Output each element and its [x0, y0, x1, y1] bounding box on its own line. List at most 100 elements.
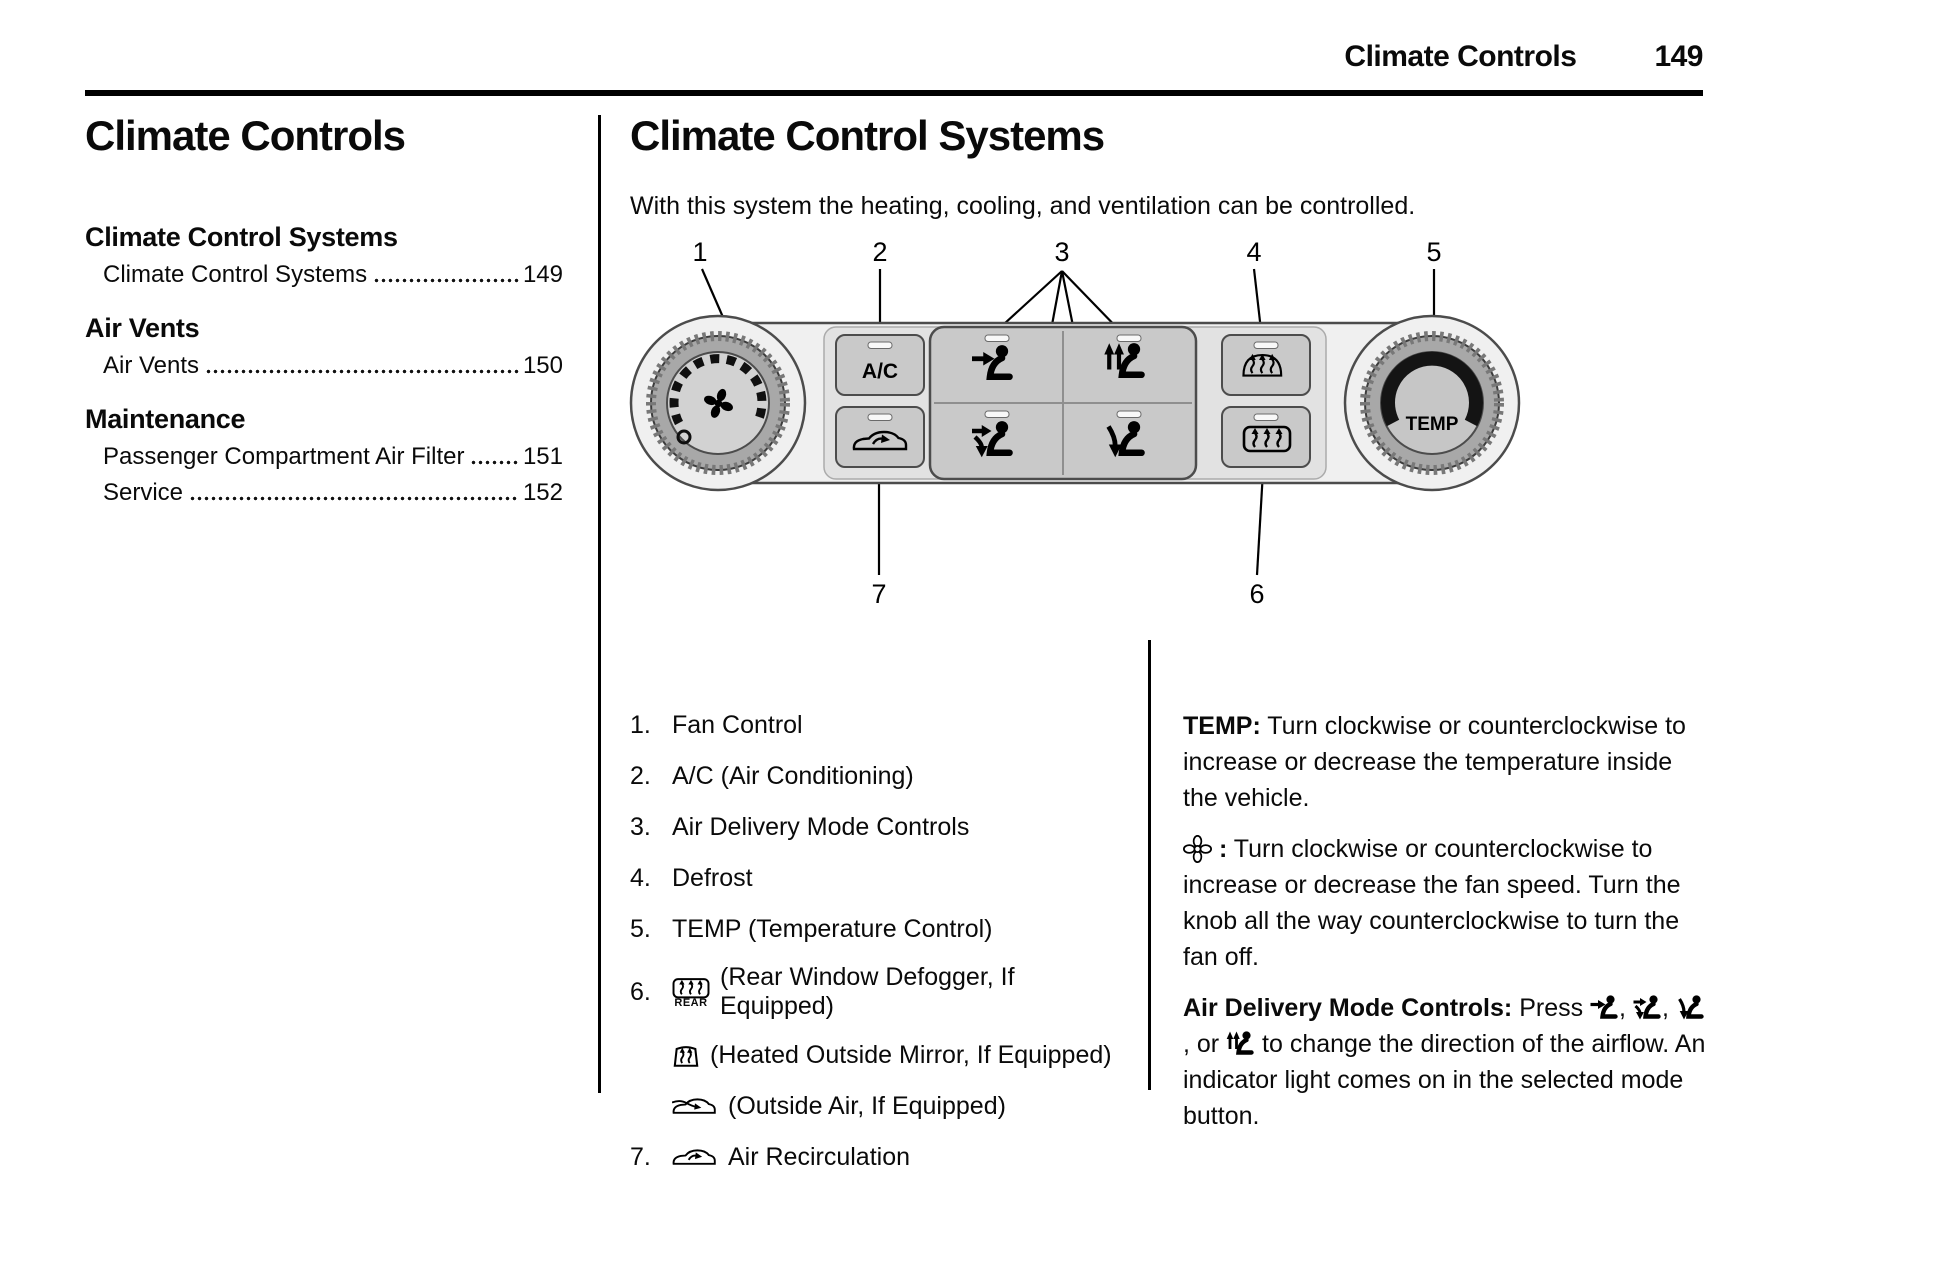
fan-control-knob: [646, 331, 790, 475]
floor-mode-indicator-light: [1116, 410, 1142, 418]
table-of-contents: Climate Control Systems Climate Control …: [85, 222, 563, 507]
fan-separator: :: [1218, 835, 1228, 863]
rear-window-defogger-icon: REAR: [672, 976, 710, 1009]
toc-leader-dots: [189, 495, 519, 502]
header-page-number: 149: [1654, 40, 1703, 73]
legend-item-number: 3.: [630, 812, 651, 841]
floor-mode-icon: [1676, 994, 1705, 1022]
legend-item-5: 5. TEMP (Temperature Control): [630, 912, 1125, 946]
air-delivery-mode-buttons: [928, 325, 1198, 481]
toc-entry-page: 149: [522, 261, 563, 288]
toc-heading-maintenance: Maintenance: [85, 404, 246, 434]
defrost-indicator-light: [1253, 341, 1279, 349]
legend-item-2: 2. A/C (Air Conditioning): [630, 759, 1125, 793]
temp-text: Turn clockwise or counterclockwise to in…: [1183, 712, 1686, 812]
legend-item-7: 7. Air Recirculation: [630, 1140, 1125, 1174]
mode-paragraph: Air Delivery Mode Controls: Press , , , …: [1183, 990, 1708, 1134]
info-column: TEMP: Turn clockwise or counterclockwise…: [1182, 708, 1708, 1149]
callout-1-label: 1: [692, 237, 707, 267]
toc-heading-climate-control-systems: Climate Control Systems: [85, 222, 398, 252]
legend-item-text: TEMP (Temperature Control): [672, 914, 993, 943]
fan-off-mark: [676, 429, 692, 445]
legend-item-text: Fan Control: [672, 710, 803, 739]
temp-label: TEMP:: [1183, 712, 1261, 740]
callout-2-label: 2: [872, 237, 887, 267]
legend-item-6: 6. REAR (Rear Window Defogger, If Equipp…: [630, 963, 1125, 1021]
toc-entry-air-vents[interactable]: Air Vents 150: [85, 352, 563, 380]
callout-4-label: 4: [1246, 237, 1261, 267]
climate-control-panel-diagram: 1 2 3 4 5 7 6: [629, 237, 1521, 609]
defrost-button: [1221, 334, 1311, 396]
ac-button: A/C: [835, 334, 925, 396]
vent-mode-indicator-light: [984, 334, 1010, 342]
legend-item-number: 4.: [630, 863, 651, 892]
legend-item-text: Air Delivery Mode Controls: [672, 812, 970, 841]
temp-knob-label: TEMP: [1406, 414, 1459, 435]
right-column: Climate Control Systems With this system…: [629, 112, 1703, 613]
toc-entry-page: 152: [522, 479, 563, 506]
recirculation-button: [835, 406, 925, 468]
fan-paragraph: : Turn clockwise or counterclockwise to …: [1182, 831, 1708, 975]
callout-5-label: 5: [1426, 237, 1441, 267]
bottom-column-divider: [1148, 640, 1151, 1090]
callout-3-label: 3: [1054, 237, 1069, 267]
legend-item-number: 1.: [630, 710, 651, 739]
toc-heading-air-vents: Air Vents: [85, 313, 200, 343]
rear-icon-caption: REAR: [674, 996, 708, 1009]
fan-text: Turn clockwise or counterclockwise to in…: [1183, 835, 1681, 971]
legend-item-number: 7.: [630, 1142, 651, 1171]
outside-air-icon: [672, 1097, 718, 1116]
toc-entry-page: 150: [522, 352, 563, 379]
legend-item-text: (Outside Air, If Equipped): [728, 1091, 1006, 1120]
legend-list: 1. Fan Control 2. A/C (Air Conditioning)…: [630, 708, 1125, 1191]
page-title: Climate Controls: [85, 112, 406, 159]
mode-press-text: Press: [1519, 994, 1584, 1022]
legend-item-text: (Rear Window Defogger, If Equipped): [720, 963, 1015, 1020]
temp-knob: TEMP: [1360, 331, 1504, 475]
callout-7-label: 7: [871, 579, 886, 609]
page-header: Climate Controls 149: [85, 40, 1703, 74]
left-column: Climate Controls Climate Control Systems…: [85, 112, 563, 507]
mode-rest-text: to change the direction of the airflow. …: [1183, 1030, 1706, 1130]
header-rule: [85, 90, 1703, 96]
temp-paragraph: TEMP: Turn clockwise or counterclockwise…: [1183, 708, 1708, 816]
defog-floor-mode-indicator-light: [1116, 334, 1142, 342]
toc-leader-dots: [373, 277, 519, 284]
toc-entry-climate-control-systems[interactable]: Climate Control Systems 149: [85, 261, 563, 289]
vent-mode-icon: [1590, 994, 1619, 1022]
legend-item-number: 6.: [630, 977, 651, 1006]
toc-entry-label: Climate Control Systems: [103, 261, 368, 288]
intro-text: With this system the heating, cooling, a…: [630, 192, 1416, 220]
ac-button-label: A/C: [862, 360, 898, 383]
air-recirculation-icon: [672, 1148, 718, 1167]
ac-indicator-light: [867, 341, 893, 349]
mode-separator: ,: [1661, 994, 1669, 1022]
heated-outside-mirror-icon: [672, 1043, 700, 1068]
legend-item-1: 1. Fan Control: [630, 708, 1125, 742]
legend-item-text: Defrost: [672, 863, 753, 892]
rear-defogger-button: [1221, 406, 1311, 468]
toc-entry-air-filter[interactable]: Passenger Compartment Air Filter 151: [85, 443, 563, 471]
mode-separator: ,: [1619, 994, 1626, 1022]
defog-floor-mode-icon: [1226, 1030, 1255, 1058]
legend-item-number: 2.: [630, 761, 651, 790]
toc-entry-service[interactable]: Service 152: [85, 479, 563, 507]
legend-item-text: (Heated Outside Mirror, If Equipped): [710, 1040, 1112, 1069]
legend-item-number: 5.: [630, 914, 651, 943]
header-section-title: Climate Controls: [1344, 40, 1577, 73]
mode-separator: , or: [1183, 1030, 1220, 1058]
fan-icon: [1182, 834, 1213, 864]
section-title: Climate Control Systems: [630, 112, 1105, 159]
recirculation-indicator-light: [867, 413, 893, 421]
toc-entry-label: Passenger Compartment Air Filter: [103, 443, 465, 470]
toc-leader-dots: [470, 459, 519, 466]
legend-item-4: 4. Defrost: [630, 861, 1125, 895]
toc-entry-page: 151: [522, 443, 563, 470]
callout-6-label: 6: [1249, 579, 1264, 609]
legend-item-outside-air: (Outside Air, If Equipped): [630, 1089, 1125, 1123]
mode-label: Air Delivery Mode Controls:: [1183, 994, 1513, 1022]
legend-item-text: Air Recirculation: [728, 1142, 911, 1171]
bilevel-mode-indicator-light: [984, 410, 1010, 418]
column-divider: [598, 115, 601, 1093]
toc-leader-dots: [205, 368, 519, 375]
